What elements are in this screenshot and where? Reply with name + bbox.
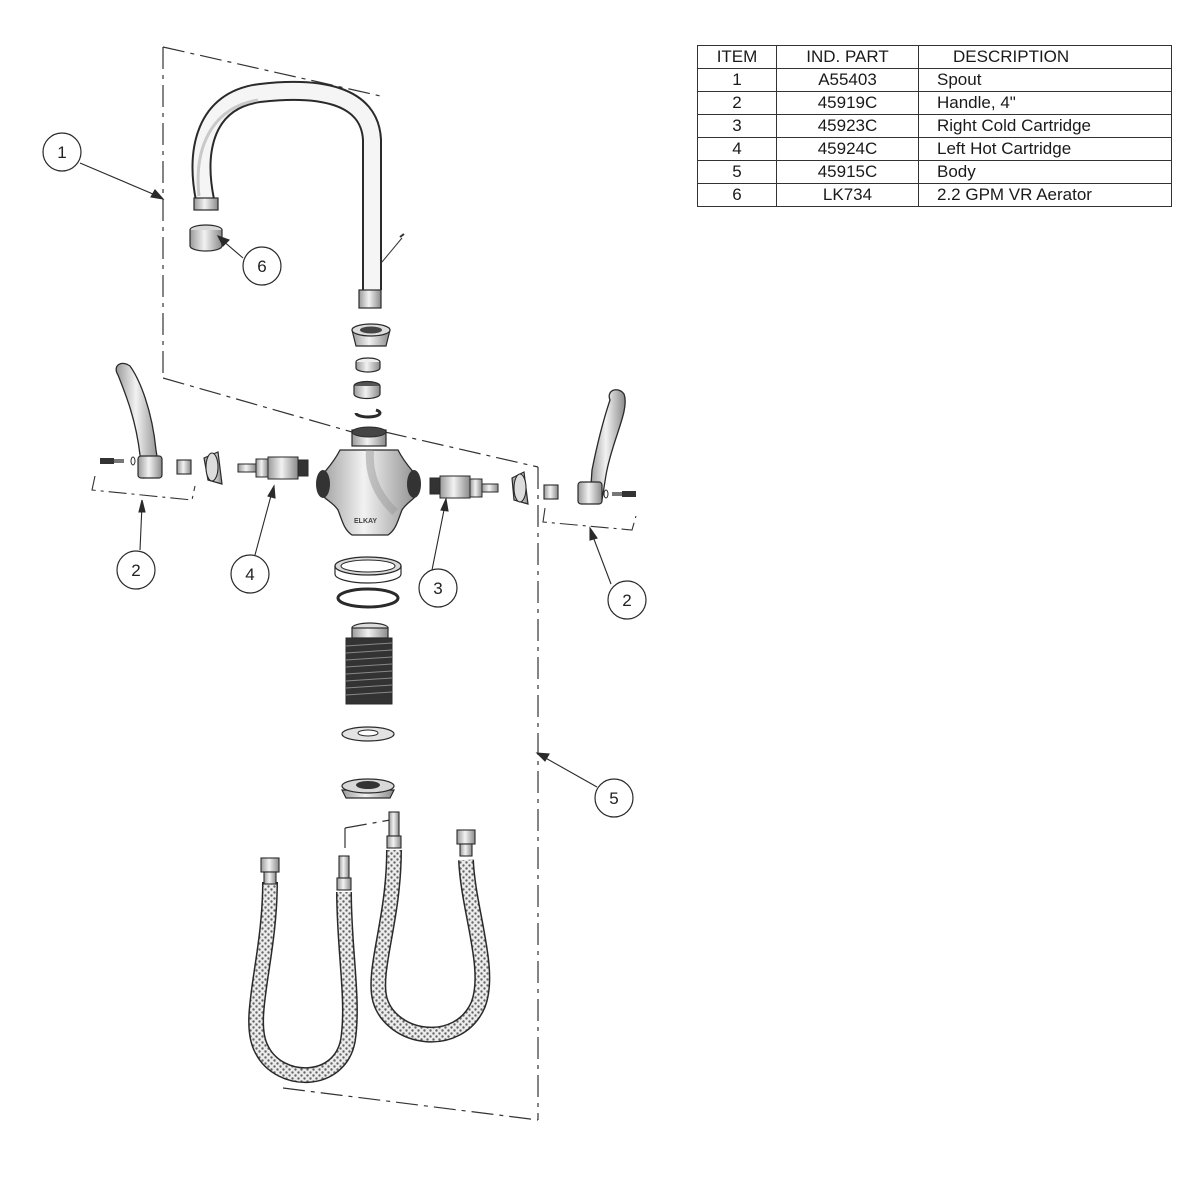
bearing-ring — [353, 380, 381, 400]
cell-part: A55403 — [776, 68, 919, 92]
o-ring — [336, 587, 400, 609]
callout-6: 6 — [242, 246, 282, 286]
cell-description: 2.2 GPM VR Aerator — [918, 183, 1172, 207]
callout-3: 3 — [418, 568, 458, 608]
table-row: 5 45915C Body — [697, 160, 1172, 184]
handle-screw-left — [100, 456, 136, 466]
cell-item: 4 — [697, 137, 777, 161]
callout-5: 5 — [594, 778, 634, 818]
callout-2-left: 2 — [116, 550, 156, 590]
table-row: 4 45924C Left Hot Cartridge — [697, 137, 1172, 161]
callout-1-label: 1 — [57, 143, 66, 162]
callout-3-label: 3 — [433, 579, 442, 598]
cell-description: Spout — [918, 68, 1172, 92]
supply-hose-right — [370, 811, 491, 1043]
mounting-washer — [341, 726, 395, 742]
cell-description: Handle, 4" — [918, 91, 1172, 115]
cell-item: 6 — [697, 183, 777, 207]
table-row: 1 A55403 Spout — [697, 68, 1172, 92]
table-row: 6 LK734 2.2 GPM VR Aerator — [697, 183, 1172, 207]
mounting-nut — [341, 778, 395, 799]
washer-ring — [355, 357, 381, 373]
cell-part: 45915C — [776, 160, 919, 184]
assembly-outline — [162, 46, 539, 1121]
handle-left — [115, 362, 163, 479]
table-row: 2 45919C Handle, 4" — [697, 91, 1172, 115]
escutcheon-right — [511, 471, 529, 505]
handle-grouping-outlines — [91, 475, 637, 531]
bonnet-insert-right — [543, 484, 559, 500]
base-gasket-large — [334, 556, 402, 584]
retaining-clip — [354, 408, 382, 419]
faucet-body: ELKAY — [316, 426, 421, 536]
cell-item: 1 — [697, 68, 777, 92]
cell-description: Left Hot Cartridge — [918, 137, 1172, 161]
table-row: 3 45923C Right Cold Cartridge — [697, 114, 1172, 138]
mounting-shank — [345, 622, 393, 705]
callout-4: 4 — [230, 554, 270, 594]
handle-screw-right — [603, 489, 636, 499]
header-item: ITEM — [697, 45, 777, 69]
callout-6-label: 6 — [257, 257, 266, 276]
handle-right — [577, 389, 626, 505]
cell-part: 45923C — [776, 114, 919, 138]
leader-lines — [79, 162, 612, 788]
cell-description: Body — [918, 160, 1172, 184]
cartridge-left — [237, 456, 309, 480]
supply-hose-left — [248, 855, 358, 1084]
cell-item: 2 — [697, 91, 777, 115]
cartridge-right — [429, 475, 499, 499]
callout-2-right-label: 2 — [622, 591, 631, 610]
callout-2-left-label: 2 — [131, 561, 140, 580]
cell-item: 3 — [697, 114, 777, 138]
header-description: DESCRIPTION — [918, 45, 1172, 69]
callout-1: 1 — [42, 132, 82, 172]
aerator — [189, 224, 223, 252]
cell-part: 45924C — [776, 137, 919, 161]
cell-item: 5 — [697, 160, 777, 184]
cell-part: LK734 — [776, 183, 919, 207]
spout — [191, 80, 405, 309]
parts-table: ITEM IND. PART DESCRIPTION 1 A55403 Spou… — [697, 45, 1172, 207]
bonnet-insert-left — [176, 459, 192, 475]
body-brand: ELKAY — [354, 518, 377, 525]
spout-nut — [351, 323, 391, 347]
parts-table-header: ITEM IND. PART DESCRIPTION — [697, 45, 1172, 69]
callout-5-label: 5 — [609, 789, 618, 808]
cell-description: Right Cold Cartridge — [918, 114, 1172, 138]
header-ind-part: IND. PART — [776, 45, 919, 69]
callout-2-right: 2 — [607, 580, 647, 620]
escutcheon-left — [203, 451, 223, 485]
cell-part: 45919C — [776, 91, 919, 115]
callout-4-label: 4 — [245, 565, 254, 584]
